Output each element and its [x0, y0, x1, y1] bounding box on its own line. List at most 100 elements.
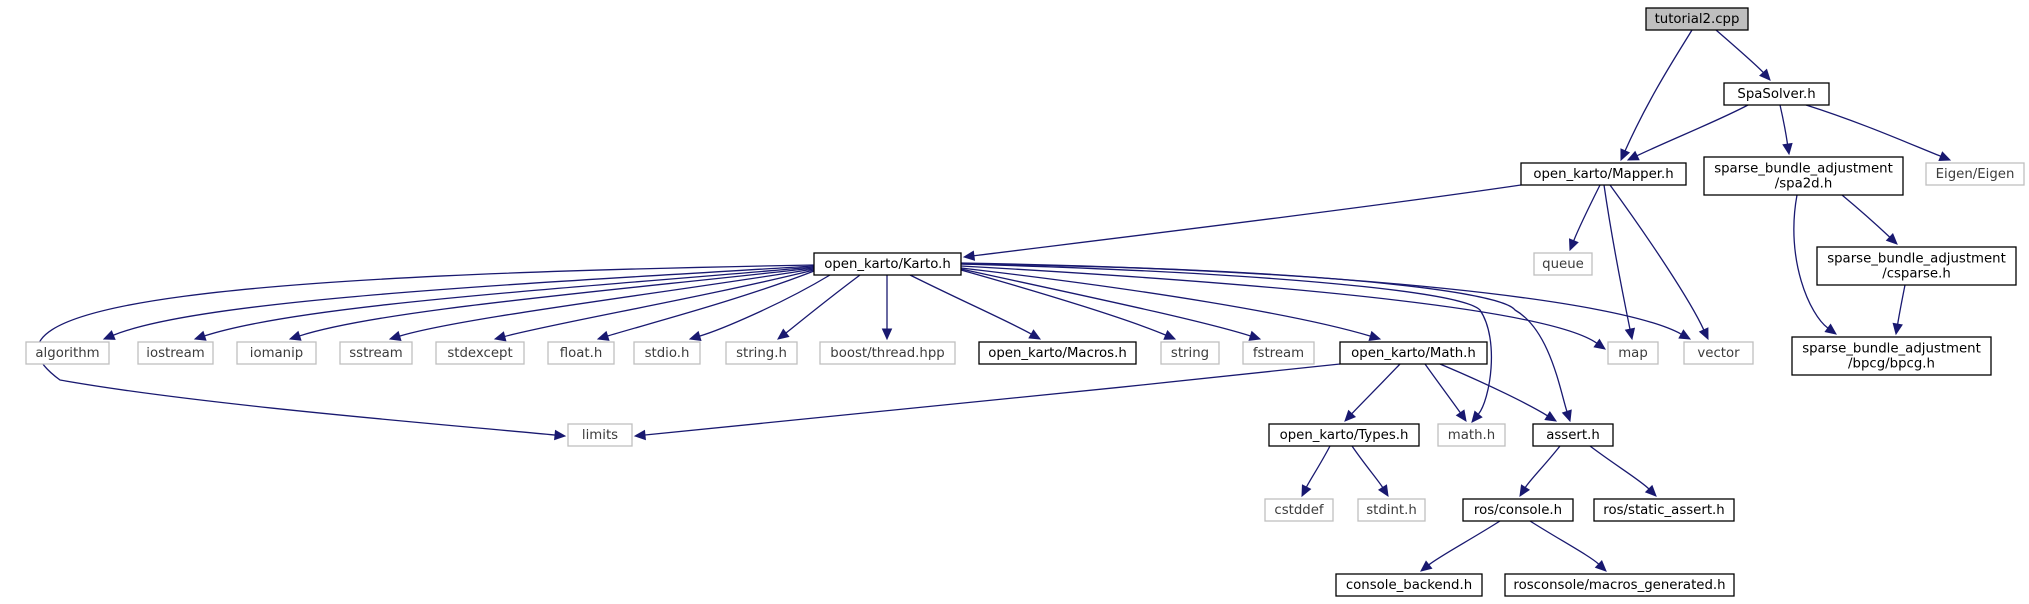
edge-arrowhead — [288, 330, 302, 341]
node-consolebackend[interactable]: console_backend.h — [1335, 573, 1483, 597]
edge-arrowhead — [1594, 559, 1607, 572]
node-box — [1357, 498, 1426, 522]
edge-arrowhead — [388, 330, 402, 342]
node-label: Eigen/Eigen — [1936, 167, 2015, 182]
node-map: map — [1607, 341, 1659, 365]
node-label: fstream — [1253, 346, 1304, 361]
node-label: assert.h — [1546, 428, 1600, 443]
edge-arrowhead — [1368, 330, 1382, 342]
node-box — [1504, 573, 1735, 597]
edge-line — [699, 274, 831, 337]
node-label: sparse_bundle_adjustment — [1714, 162, 1893, 177]
node-box — [725, 341, 798, 365]
edge-arrowhead — [1344, 409, 1357, 422]
node-label: string — [1171, 346, 1209, 361]
node-box — [1533, 252, 1593, 276]
node-algorithm: algorithm — [25, 341, 110, 365]
node-box — [1645, 7, 1749, 31]
node-label: sparse_bundle_adjustment — [1827, 252, 2006, 267]
edge-spa2d-to-bpcg — [1793, 194, 1837, 335]
node-spa2d[interactable]: sparse_bundle_adjustment/spa2d.h — [1703, 156, 1904, 196]
edge-line — [1896, 284, 1906, 325]
node-label: limits — [582, 428, 618, 443]
edge-line — [1715, 29, 1764, 74]
node-label: math.h — [1448, 428, 1495, 443]
node-mapper[interactable]: open_karto/Mapper.h — [1520, 162, 1687, 186]
edge-arrowhead — [193, 330, 207, 341]
edge-karto-to-iomanip — [288, 267, 815, 341]
node-csparse[interactable]: sparse_bundle_adjustment/csparse.h — [1816, 246, 2017, 286]
node-box — [1264, 498, 1334, 522]
node-label: ros/console.h — [1474, 503, 1562, 518]
node-box — [978, 341, 1137, 365]
edge-types-to-cstddef — [1301, 445, 1331, 498]
node-macrosgen[interactable]: rosconsole/macros_generated.h — [1504, 573, 1735, 597]
node-staticassert[interactable]: ros/static_assert.h — [1593, 498, 1735, 522]
node-math-h: math.h — [1437, 423, 1506, 447]
edge-line — [960, 269, 1167, 336]
edge-line — [299, 267, 815, 337]
node-label: rosconsole/macros_generated.h — [1513, 578, 1725, 593]
node-types[interactable]: open_karto/Types.h — [1268, 423, 1420, 447]
edge-arrowhead — [1938, 151, 1952, 161]
edge-arrowhead — [1519, 484, 1531, 498]
node-boostthread: boost/thread.hpp — [819, 341, 956, 365]
node-box — [1532, 423, 1614, 447]
node-math-karto[interactable]: open_karto/Math.h — [1339, 341, 1488, 365]
edge-line — [1841, 194, 1891, 238]
node-spasolver[interactable]: SpaSolver.h — [1723, 82, 1830, 106]
edge-arrowhead — [1561, 409, 1572, 423]
node-box — [1683, 341, 1754, 365]
edge-karto-to-boostthread — [881, 274, 893, 341]
edge-line — [785, 274, 861, 334]
edge-line — [909, 274, 1032, 335]
node-label: /csparse.h — [1882, 267, 1951, 282]
node-tutorial2[interactable]: tutorial2.cpp — [1645, 7, 1749, 31]
edge-arrowhead — [962, 250, 976, 261]
edge-line — [399, 268, 815, 337]
edge-line — [113, 265, 815, 336]
node-box — [1339, 341, 1488, 365]
node-box — [1462, 498, 1574, 522]
node-label: tutorial2.cpp — [1655, 12, 1740, 27]
edge-line — [973, 184, 1522, 257]
node-iomanip: iomanip — [236, 341, 317, 365]
edge-line — [1805, 104, 1941, 157]
edge-line — [504, 269, 815, 338]
node-karto[interactable]: open_karto/Karto.h — [813, 252, 962, 276]
edge-line — [204, 266, 815, 337]
node-stdexcept: stdexcept — [435, 341, 525, 365]
node-assert[interactable]: assert.h — [1532, 423, 1614, 447]
node-label: cstddef — [1274, 503, 1324, 518]
node-box — [339, 341, 413, 365]
node-string-h: string.h — [725, 341, 798, 365]
node-cstddef: cstddef — [1264, 498, 1334, 522]
edges-layer — [37, 29, 1952, 572]
node-box — [1335, 573, 1483, 597]
edge-karto-to-macros — [909, 274, 1042, 340]
node-label: console_backend.h — [1346, 578, 1472, 593]
node-box — [1703, 156, 1904, 196]
node-label: open_karto/Karto.h — [824, 257, 951, 272]
node-label: algorithm — [35, 346, 99, 361]
edge-line — [960, 268, 1251, 337]
node-label: string.h — [736, 346, 787, 361]
edge-arrowhead — [633, 429, 646, 441]
edge-karto-to-algorithm — [102, 265, 815, 340]
node-label: queue — [1542, 257, 1584, 272]
edge-line — [607, 270, 815, 337]
edge-arrowhead — [1420, 560, 1433, 572]
edge-line — [1573, 184, 1601, 241]
edge-arrowhead — [1759, 68, 1771, 81]
edge-spasolver-to-eigen — [1805, 104, 1952, 161]
edge-karto-to-string_h — [777, 274, 861, 340]
edge-math_karto-to-math_h — [1424, 363, 1467, 423]
node-macros[interactable]: open_karto/Macros.h — [978, 341, 1137, 365]
node-label: stdint.h — [1366, 503, 1417, 518]
edge-arrowhead — [688, 330, 702, 342]
node-bpcg[interactable]: sparse_bundle_adjustment/bpcg/bpcg.h — [1791, 336, 1992, 376]
node-rosconsole[interactable]: ros/console.h — [1462, 498, 1574, 522]
node-label: float.h — [560, 346, 603, 361]
node-label: open_karto/Mapper.h — [1533, 167, 1673, 182]
